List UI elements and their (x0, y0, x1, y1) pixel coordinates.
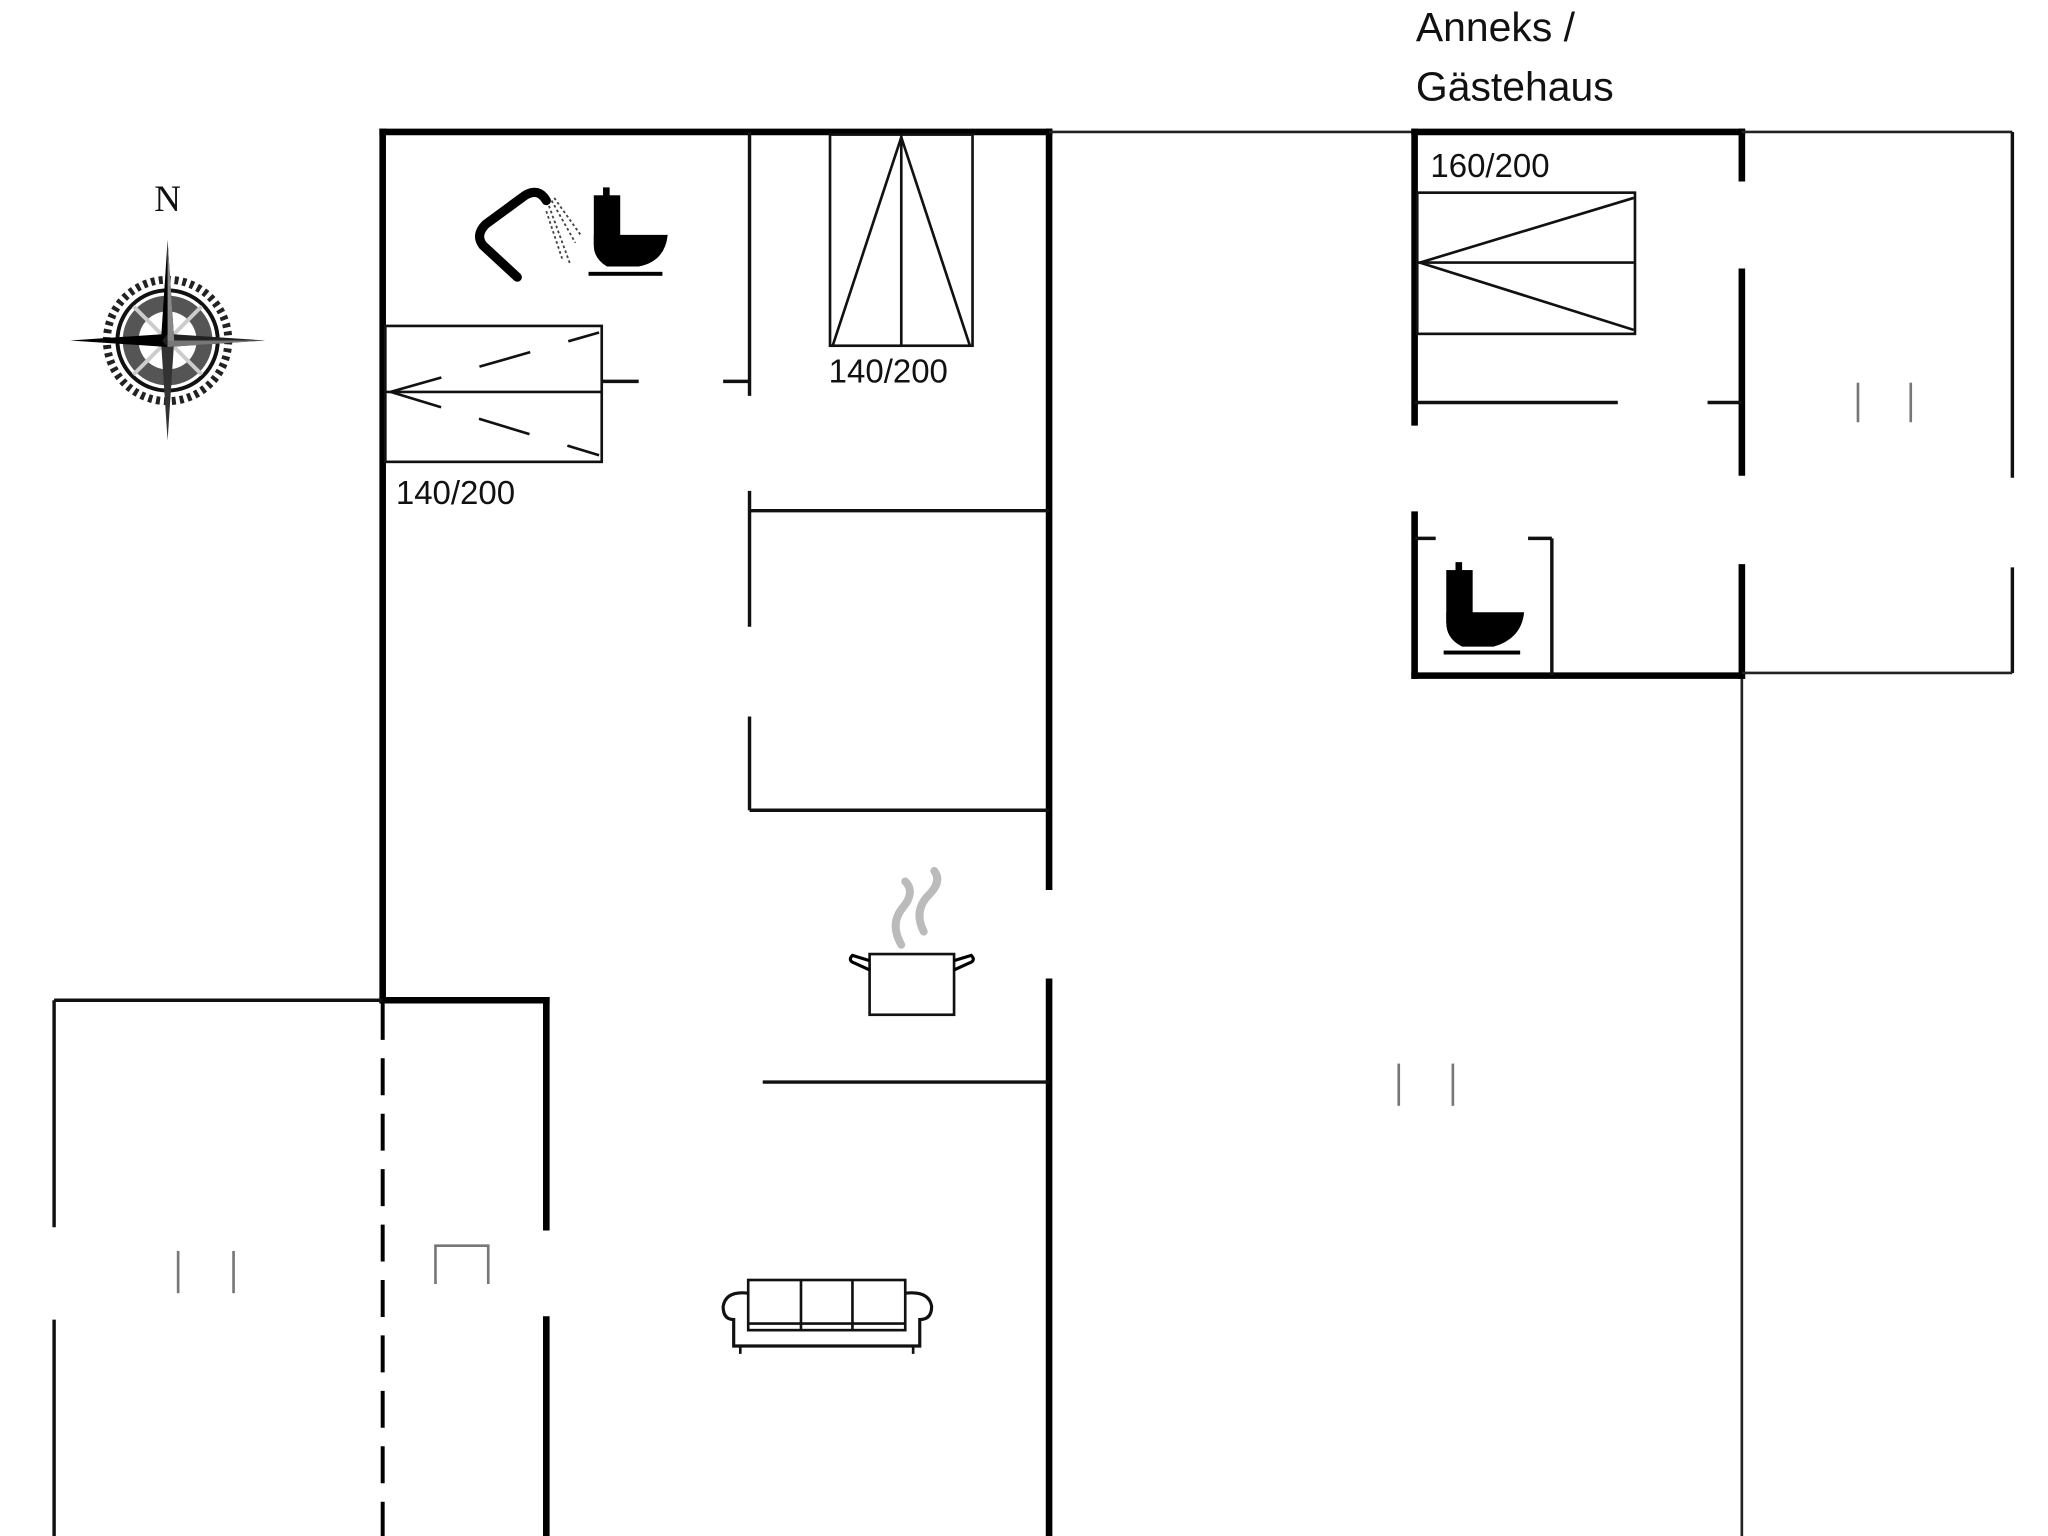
center-terrace (1049, 130, 1744, 1536)
cooking-pot-icon (848, 866, 975, 1017)
shower-icon (475, 187, 582, 282)
annex-label-line2: Gästehaus (1416, 63, 1614, 109)
bed-size-label: 160/200 (1430, 147, 1549, 184)
bed-north: 140/200 (829, 133, 974, 390)
sofa-icon (721, 1278, 934, 1354)
terrace-marker-icon (176, 1250, 235, 1294)
compass: N (69, 178, 266, 441)
bed-size-label: 140/200 (396, 474, 515, 511)
terrace-marker-icon (1397, 1063, 1455, 1106)
toilet-icon (588, 187, 668, 276)
annex-terrace (1741, 130, 2015, 675)
compass-rose-icon (69, 240, 266, 441)
bed-size-label: 140/200 (829, 353, 948, 390)
annex-label-line1: Anneks / (1416, 4, 1576, 50)
bed-annex: 160/200 (1415, 147, 1637, 336)
annex (1411, 128, 1746, 679)
annex-label: Anneks / Gästehaus (1416, 4, 1614, 109)
main-house (379, 128, 1053, 1536)
storage-marker-icon (434, 1244, 490, 1284)
terrace-marker-icon (1856, 382, 1913, 423)
bed-west: 140/200 (384, 324, 604, 511)
west-extension (52, 998, 385, 1536)
compass-north-label: N (154, 178, 181, 219)
toilet-icon (1443, 562, 1525, 655)
